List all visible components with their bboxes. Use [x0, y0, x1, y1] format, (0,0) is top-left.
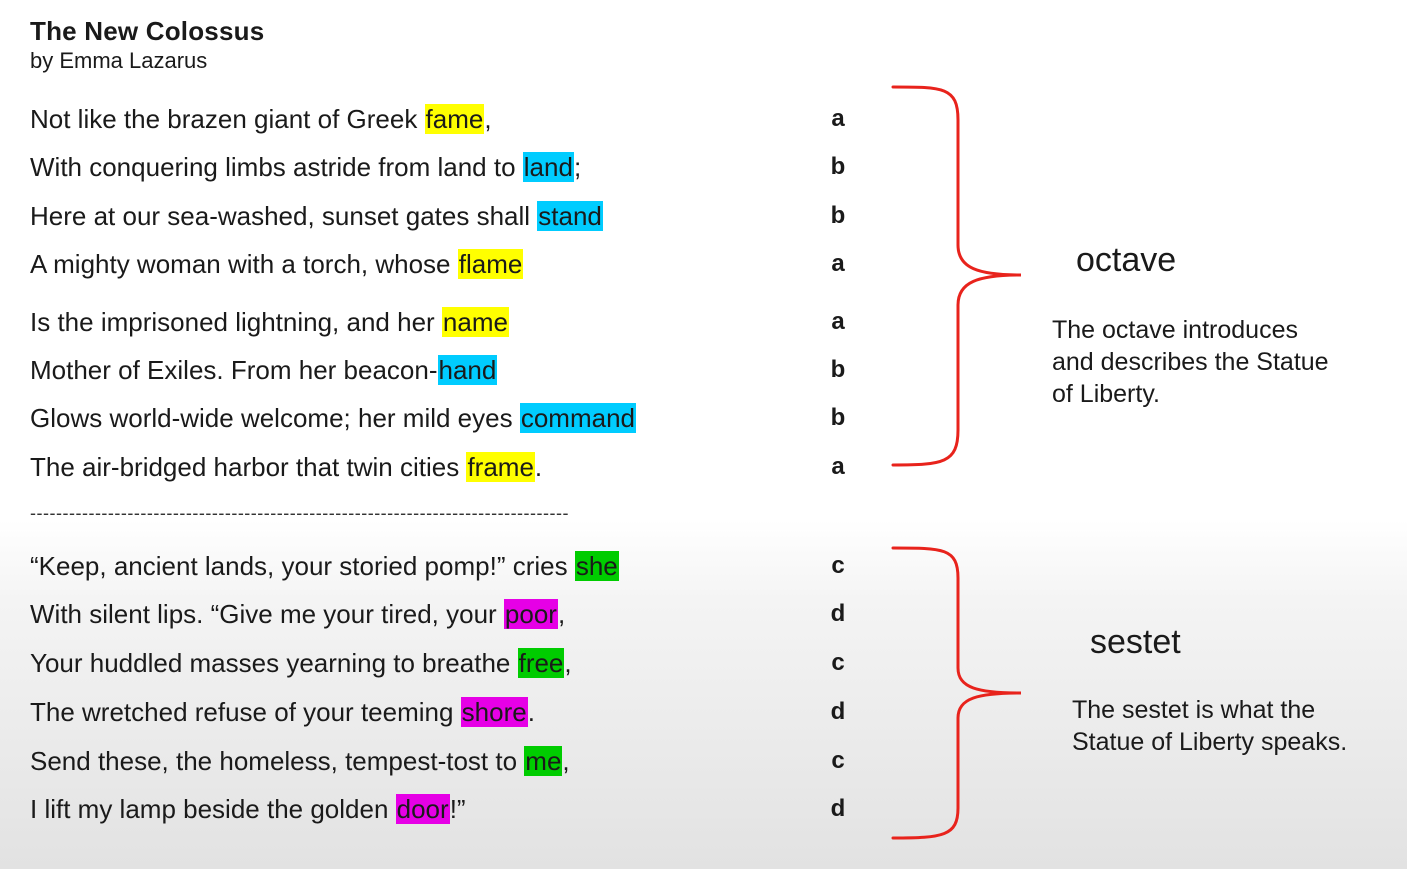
- poem-line: The wretched refuse of your teeming shor…: [30, 696, 535, 728]
- poem-line: Not like the brazen giant of Greek fame,: [30, 103, 492, 135]
- section-divider: ----------------------------------------…: [30, 503, 570, 523]
- rhyme-scheme-letter: a: [831, 308, 845, 335]
- rhyme-word-highlight: flame: [457, 249, 524, 279]
- line-text: Not like the brazen giant of Greek: [30, 104, 425, 134]
- line-text: Your huddled masses yearning to breathe: [30, 648, 518, 678]
- poem-line: Your huddled masses yearning to breathe …: [30, 647, 572, 679]
- rhyme-word-highlight: fame: [424, 104, 485, 134]
- poem-line: Is the imprisoned lightning, and her nam…: [30, 306, 509, 338]
- sestet-brace-icon: [891, 546, 1022, 840]
- rhyme-scheme-letter: b: [830, 404, 846, 431]
- line-punctuation: ;: [573, 152, 582, 182]
- rhyme-word-highlight: frame: [466, 452, 535, 482]
- rhyme-word-highlight: me: [524, 746, 563, 776]
- rhyme-scheme-letter: a: [831, 453, 845, 480]
- poem-line: With silent lips. “Give me your tired, y…: [30, 598, 565, 630]
- line-text: Glows world-wide welcome; her mild eyes: [30, 403, 520, 433]
- line-text: I lift my lamp beside the golden: [30, 794, 396, 824]
- line-punctuation: ,: [562, 746, 570, 776]
- rhyme-word-highlight: name: [441, 307, 509, 337]
- rhyme-scheme-letter: b: [830, 153, 846, 180]
- octave-description: The octave introduces and describes the …: [1052, 316, 1329, 408]
- octave-brace-icon: [891, 85, 1022, 467]
- rhyme-scheme-letter: d: [830, 600, 846, 627]
- rhyme-word-highlight: stand: [537, 201, 603, 231]
- poem-line: With conquering limbs astride from land …: [30, 151, 581, 183]
- rhyme-scheme-letter: a: [831, 105, 845, 132]
- rhyme-word-highlight: land: [522, 152, 574, 182]
- line-punctuation: ,: [557, 599, 566, 629]
- poem-line: A mighty woman with a torch, whose flame: [30, 248, 524, 280]
- line-text: Send these, the homeless, tempest-tost t…: [30, 746, 525, 776]
- poem-line: Send these, the homeless, tempest-tost t…: [30, 745, 570, 777]
- sestet-description: The sestet is what the Statue of Liberty…: [1072, 696, 1348, 756]
- poem-line: “Keep, ancient lands, your storied pomp!…: [30, 550, 619, 582]
- rhyme-scheme-letter: c: [831, 747, 845, 774]
- poem-line: I lift my lamp beside the golden door!”: [30, 793, 466, 825]
- poem-line: Glows world-wide welcome; her mild eyes …: [30, 402, 636, 434]
- poem-line: The air-bridged harbor that twin cities …: [30, 451, 542, 483]
- rhyme-word-highlight: shore: [460, 697, 528, 727]
- rhyme-scheme-letter: b: [830, 356, 846, 383]
- rhyme-scheme-letter: d: [830, 698, 846, 725]
- line-text: The wretched refuse of your teeming: [30, 697, 461, 727]
- line-text: With silent lips. “Give me your tired, y…: [30, 599, 504, 629]
- sestet-label: sestet: [1090, 623, 1181, 661]
- line-text: Is the imprisoned lightning, and her: [30, 307, 442, 337]
- poem-line: Here at our sea-washed, sunset gates sha…: [30, 200, 603, 232]
- rhyme-scheme-letter: c: [831, 649, 845, 676]
- rhyme-word-highlight: poor: [503, 599, 558, 629]
- line-text: “Keep, ancient lands, your storied pomp!…: [30, 551, 575, 581]
- rhyme-word-highlight: she: [574, 551, 619, 581]
- line-punctuation: ,: [564, 648, 572, 678]
- line-text: With conquering limbs astride from land …: [30, 152, 523, 182]
- rhyme-word-highlight: free: [517, 648, 565, 678]
- rhyme-scheme-letter: c: [831, 552, 845, 579]
- line-punctuation: ,: [484, 104, 492, 134]
- line-punctuation: !”: [449, 794, 466, 824]
- line-text: A mighty woman with a torch, whose: [30, 249, 458, 279]
- line-punctuation: .: [534, 452, 543, 482]
- line-punctuation: .: [527, 697, 535, 727]
- poem-author: by Emma Lazarus: [30, 48, 208, 73]
- rhyme-scheme-letter: d: [830, 795, 846, 822]
- rhyme-word-highlight: hand: [437, 355, 498, 385]
- rhyme-scheme-letter: b: [830, 202, 846, 229]
- rhyme-word-highlight: command: [519, 403, 636, 433]
- octave-label: octave: [1076, 241, 1177, 279]
- rhyme-word-highlight: door: [395, 794, 450, 824]
- line-text: The air-bridged harbor that twin cities: [30, 452, 467, 482]
- poem-line: Mother of Exiles. From her beacon-hand: [30, 354, 498, 386]
- line-text: Mother of Exiles. From her beacon-: [30, 355, 438, 385]
- rhyme-scheme-letter: a: [831, 250, 845, 277]
- poem-title: The New Colossus: [30, 16, 265, 46]
- line-text: Here at our sea-washed, sunset gates sha…: [30, 201, 538, 231]
